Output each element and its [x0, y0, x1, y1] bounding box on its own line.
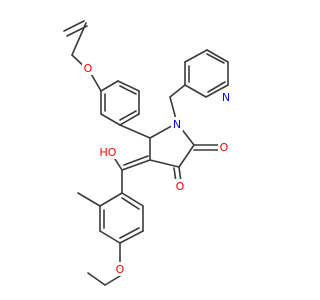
atom-label-bg	[98, 145, 118, 159]
bond-lines	[63, 20, 229, 286]
bond	[184, 84, 207, 98]
atom-labels: O N N HO O O O	[82, 61, 232, 276]
bond	[178, 144, 195, 168]
atom-label-o-ethoxy: O	[116, 263, 125, 276]
bond	[117, 80, 140, 92]
bond	[100, 80, 119, 92]
bond	[119, 85, 137, 95]
bond	[77, 192, 101, 207]
atom-label-n-pyridine: N	[222, 91, 230, 104]
bond	[119, 110, 137, 121]
atom-label-o-ketone-top: O	[220, 141, 229, 154]
atom-label-o-allyl: O	[84, 62, 93, 75]
bond	[206, 53, 225, 64]
bond	[119, 227, 140, 239]
atom-label-hydroxy: HO	[100, 146, 117, 159]
bond	[119, 230, 144, 244]
bond	[206, 49, 229, 63]
bond	[99, 192, 123, 207]
bond	[169, 84, 186, 98]
atom-label-bg	[218, 140, 230, 154]
bond	[100, 113, 121, 126]
bond	[87, 272, 106, 286]
bond	[119, 113, 140, 126]
bond	[207, 81, 226, 93]
atom-label-bg	[82, 61, 94, 75]
bond	[121, 197, 140, 210]
atom-label-bg	[171, 117, 183, 131]
atom-label-n-ring: N	[173, 118, 181, 131]
bond	[121, 159, 151, 171]
bond	[123, 155, 149, 166]
bond	[121, 192, 144, 207]
atom-label-bg	[220, 90, 232, 104]
atom-label-bg	[174, 179, 186, 193]
bond	[119, 124, 151, 139]
bond	[104, 275, 121, 286]
bond	[63, 20, 85, 32]
bond	[71, 22, 87, 56]
atom-label-bg	[114, 262, 126, 276]
bond	[205, 84, 229, 98]
bond	[149, 159, 180, 168]
bond	[99, 230, 121, 244]
molecule-diagram: O N N HO O O O	[63, 20, 232, 286]
atom-label-o-ketone-bottom: O	[176, 180, 185, 193]
bond	[184, 49, 208, 63]
bond	[89, 71, 102, 92]
